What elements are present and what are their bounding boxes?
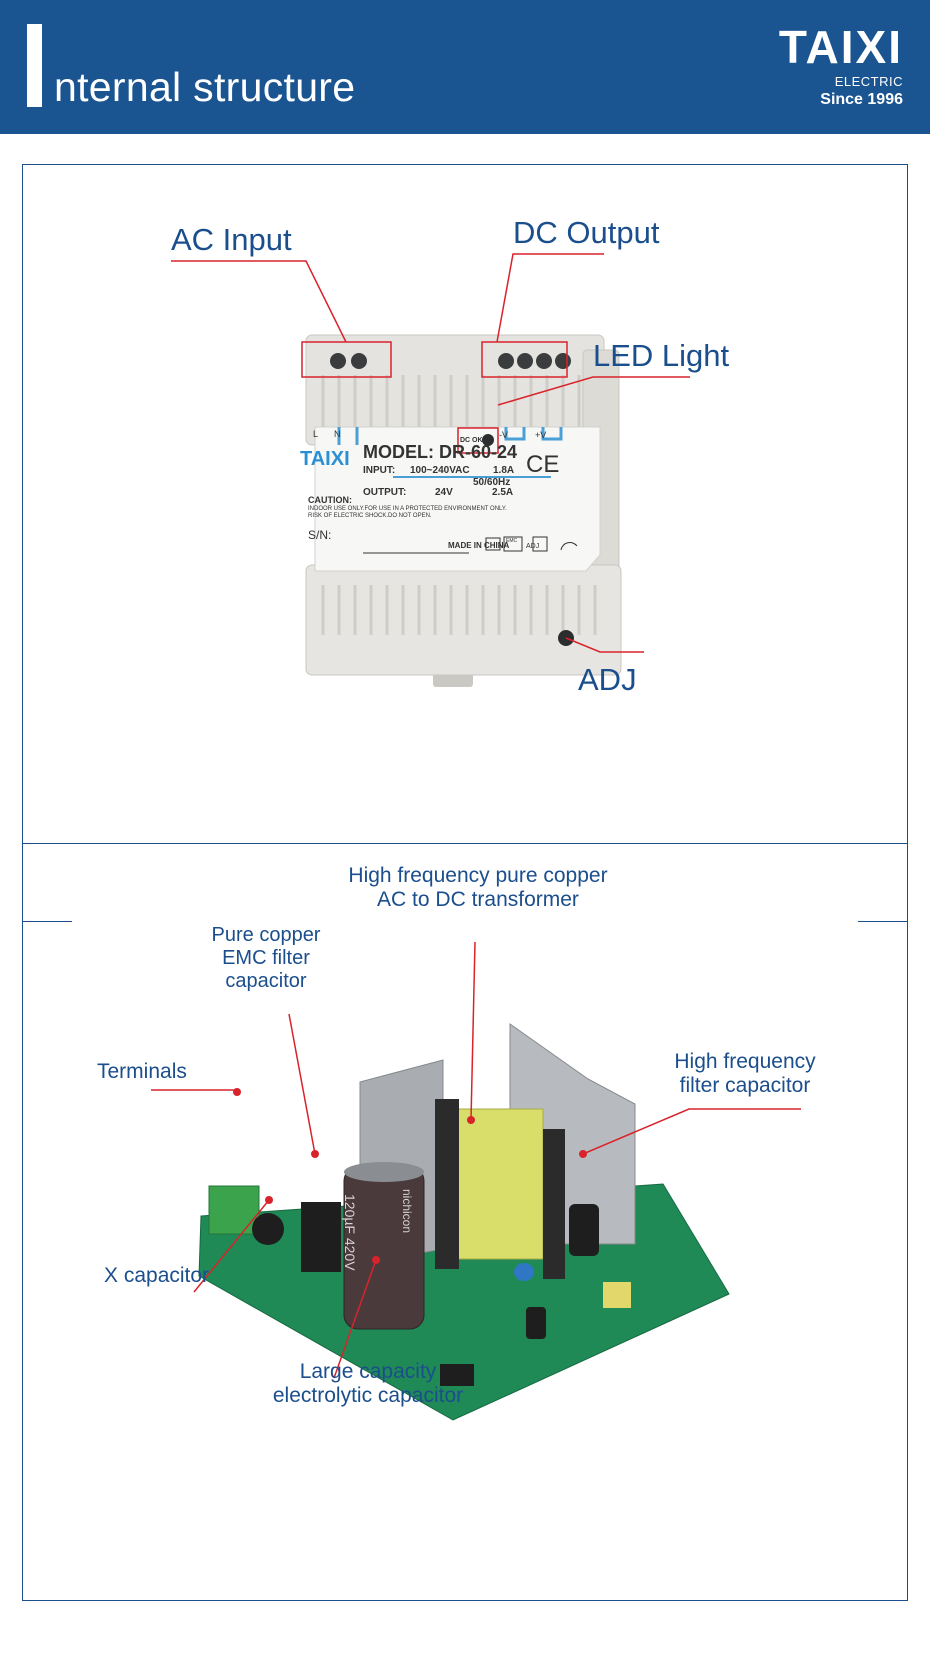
cert-box-1: [485, 537, 501, 551]
transformer-label: High frequency pure copper AC to DC tran…: [313, 864, 643, 912]
led-light-label: LED Light: [593, 338, 730, 373]
sticker-model: MODEL: DR-60-24: [363, 442, 518, 462]
terminal-n-label: N: [334, 429, 341, 439]
caution-line-2: RISK OF ELECTRIC SHOCK.DO NOT OPEN.: [308, 513, 432, 519]
input-current: 1.8A: [493, 465, 515, 476]
emc-filter-choke: [301, 1202, 341, 1272]
transformer-core-right: [543, 1129, 565, 1279]
transformer-label-line-2: AC to DC transformer: [377, 888, 579, 912]
made-in-china: MADE IN CHINA: [448, 541, 510, 550]
output-current: 2.5A: [492, 487, 514, 498]
sn-label: S/N:: [308, 528, 332, 542]
page-title: nternal structure: [54, 64, 356, 110]
output-voltage: 24V: [435, 487, 453, 498]
caution-line-1: INDOOR USE ONLY.FOR USE IN A PROTECTED E…: [308, 506, 507, 512]
header-banner: nternal structure TAIXI ELECTRIC Since 1…: [0, 0, 930, 134]
board-panel: 120µF 420V nichicon High frequency pure …: [22, 843, 908, 1601]
brand-logo: TAIXI ELECTRIC Since 1996: [779, 24, 903, 109]
x-capacitor-label: X capacitor: [104, 1264, 210, 1287]
sticker-brand: TAIXI: [300, 448, 350, 470]
dc-ok-led: [482, 434, 494, 446]
electrolytic-label: Large capacity electrolytic capacitor: [243, 1360, 493, 1408]
transformer: [442, 1108, 544, 1260]
ceramic-capacitor: [514, 1263, 534, 1281]
brand-since: Since 1996: [820, 91, 903, 108]
electrolytic-label-line-2: electrolytic capacitor: [272, 1384, 464, 1408]
emc-filter-label-line-3: capacitor: [225, 970, 307, 992]
housing-ribs-top: [321, 375, 581, 427]
input-label: INPUT:: [363, 465, 396, 476]
dc-output-label: DC Output: [513, 215, 660, 250]
housing-bottom: [305, 564, 622, 676]
emc-filter-label-line-2: EMC filter: [222, 947, 310, 969]
label-sticker: [314, 426, 601, 572]
device-panel: L N DC OK -V +V TAIXI MODEL: DR-60-24 IN…: [22, 164, 908, 844]
terminal-l-label: L: [313, 429, 319, 439]
transformer-label-line-1: High frequency pure copper: [348, 864, 608, 887]
capacitor-rating: 120µF 420V: [342, 1194, 358, 1271]
adj-arrow-icon: [560, 542, 578, 551]
electrolytic-label-line-1: Large capacity: [299, 1360, 437, 1383]
pcb-illustration: [151, 941, 801, 1421]
housing-ribs-bottom: [321, 585, 597, 635]
sticker-adj-label: ADJ: [526, 543, 540, 550]
electrolytic-capacitor-top: [344, 1162, 424, 1182]
ac-input-label: AC Input: [171, 222, 292, 257]
output-label: OUTPUT:: [363, 487, 407, 498]
small-electrolytic: [526, 1307, 546, 1339]
adj-label: ADJ: [578, 662, 637, 697]
terminal-markers: [337, 427, 563, 445]
hf-capacitor-label: High frequency filter capacitor: [645, 1050, 845, 1098]
terminals-label: Terminals: [97, 1060, 187, 1083]
decorative-line-left: [23, 921, 72, 922]
led-label: DC OK: [460, 437, 483, 444]
ce-mark: CE: [526, 451, 560, 478]
hf-capacitor-label-line-2: filter capacitor: [679, 1074, 811, 1098]
hf-capacitor-label-line-1: High frequency: [674, 1050, 816, 1073]
ic-chip: [440, 1364, 474, 1386]
caution-title: CAUTION:: [308, 495, 352, 505]
emc-filter-label-line-1: Pure copper: [211, 924, 321, 946]
decorative-line-right: [858, 921, 907, 922]
terminal-neg-label: -V: [499, 430, 508, 440]
device-illustration: [171, 253, 690, 687]
title-accent-bar: [27, 24, 42, 107]
x-capacitor: [252, 1213, 284, 1245]
emc-filter-label: Pure copper EMC filter capacitor: [191, 924, 341, 993]
brand-sub: ELECTRIC: [834, 74, 903, 89]
cert-box-2: [532, 536, 548, 552]
input-value: 100~240VAC: [410, 465, 470, 476]
terminal-pos-label: +V: [535, 430, 547, 440]
input-frequency: 50/60Hz: [473, 477, 511, 488]
terminal-block: [208, 1185, 260, 1235]
board-callout-dots: [233, 1088, 587, 1264]
ac-terminal-screws: [330, 353, 367, 369]
capacitor-brand: nichicon: [400, 1189, 414, 1234]
device-callout-lines: [171, 253, 690, 653]
y-capacitor: [603, 1282, 631, 1308]
cert-box-emc: [503, 536, 523, 552]
hf-filter-capacitor: [569, 1204, 599, 1256]
brand-name: TAIXI: [778, 21, 903, 73]
emc-mark: EMC: [506, 538, 518, 544]
transformer-core-left: [435, 1099, 459, 1269]
